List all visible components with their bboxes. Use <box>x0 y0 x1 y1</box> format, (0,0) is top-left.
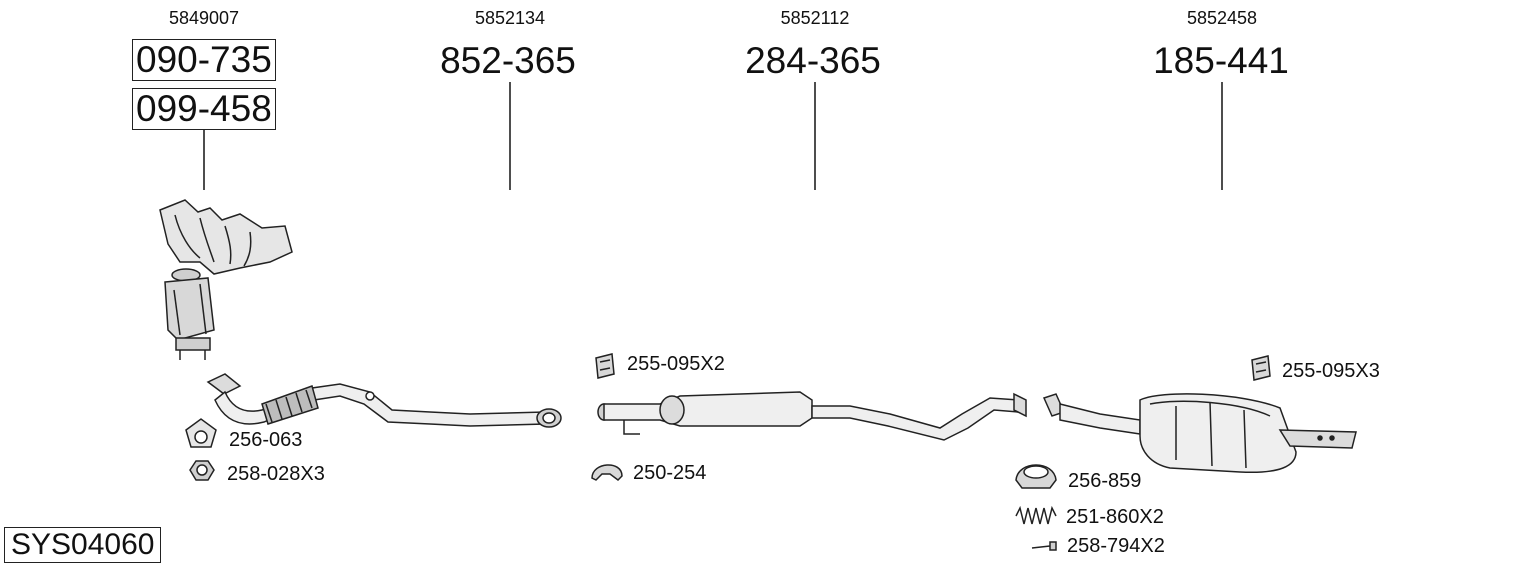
rubber-mount-rear-icon <box>1251 355 1271 381</box>
accessory-clamp: 250-254 <box>633 462 707 484</box>
oe-number-center-silencer: 5852112 <box>780 8 850 28</box>
rear-silencer-illustration <box>1042 393 1357 474</box>
manifold-catalyst-illustration <box>159 199 293 360</box>
part-number-manifold-1: 090-735 <box>132 39 276 81</box>
oe-number-manifold: 5849007 <box>168 8 240 28</box>
center-silencer-illustration <box>597 391 1027 441</box>
clamp-icon <box>591 464 623 481</box>
oe-number-rear-silencer: 5852458 <box>1186 8 1258 28</box>
part-number-center-silencer: 284-365 <box>745 40 881 81</box>
spring-icon <box>1015 505 1057 525</box>
accessory-gasket-front: 256-063 <box>229 429 303 451</box>
accessory-nut: 258-028X3 <box>227 463 325 485</box>
front-pipe-illustration <box>206 373 562 428</box>
accessory-ring-gasket: 256-859 <box>1068 470 1142 492</box>
accessory-mount-rear: 255-095X3 <box>1282 360 1380 382</box>
part-number-manifold-2: 099-458 <box>132 88 276 130</box>
accessory-mount-center: 255-095X2 <box>627 353 725 375</box>
oe-number-front-pipe: 5852134 <box>474 8 546 28</box>
bolt-icon <box>1031 541 1057 551</box>
part-number-rear-silencer: 185-441 <box>1153 40 1289 81</box>
accessory-spring: 251-860X2 <box>1066 506 1164 528</box>
rubber-mount-icon <box>595 353 615 379</box>
part-number-front-pipe: 852-365 <box>440 40 576 81</box>
accessory-bolt: 258-794X2 <box>1067 535 1165 557</box>
system-code: SYS04060 <box>4 527 162 563</box>
